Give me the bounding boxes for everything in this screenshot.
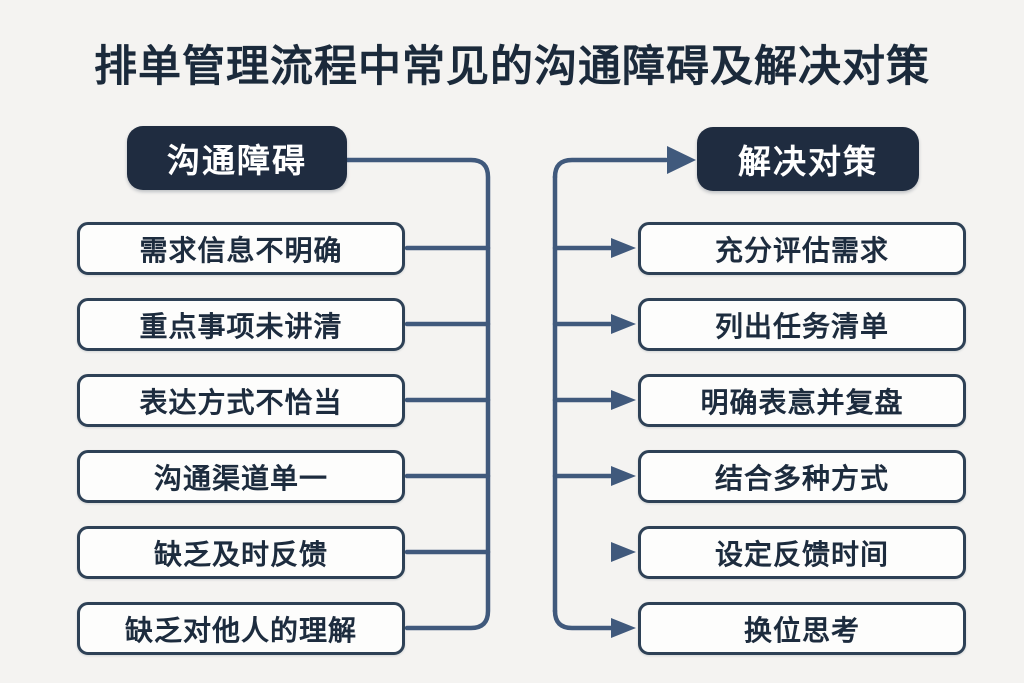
- solution-item-3: 明确表悥并复盘: [638, 374, 966, 427]
- arrow-icon-2: [611, 314, 636, 334]
- header-solutions: 解决对策: [697, 127, 919, 191]
- barrier-item-5: 缺乏及时反馈: [77, 526, 405, 579]
- page-title: 排单管理流程中常见的沟通障碍及解决对策: [94, 43, 930, 91]
- header-communication-barriers: 沟通障碍: [127, 126, 347, 190]
- right-header-branch: [552, 157, 669, 180]
- arrow-icon-3: [611, 390, 636, 410]
- arrow-icon-6: [611, 618, 636, 638]
- solution-item-4: 结合多种方式: [638, 450, 966, 503]
- barrier-item-3: 表达方式不恰当: [77, 374, 405, 427]
- barrier-item-4: 沟通渠道单一: [77, 450, 405, 503]
- arrow-icon-5: [611, 542, 636, 562]
- barrier-item-2: 重点事项未讲清: [77, 298, 405, 351]
- solution-item-6: 换位思考: [638, 602, 966, 655]
- arrow-icon-1: [611, 238, 636, 258]
- barrier-item-1: 需求信息不明确: [77, 222, 405, 275]
- right-branch-6: [552, 608, 614, 631]
- arrow-icon-header: [667, 146, 696, 174]
- arrow-icon-4: [611, 466, 636, 486]
- solution-item-1: 充分评估需求: [638, 222, 966, 275]
- solution-item-2: 列出任务清单: [638, 298, 966, 351]
- solution-item-5: 设定反馈时间: [638, 526, 966, 579]
- barrier-item-6: 缺乏对他人的理解: [77, 602, 405, 655]
